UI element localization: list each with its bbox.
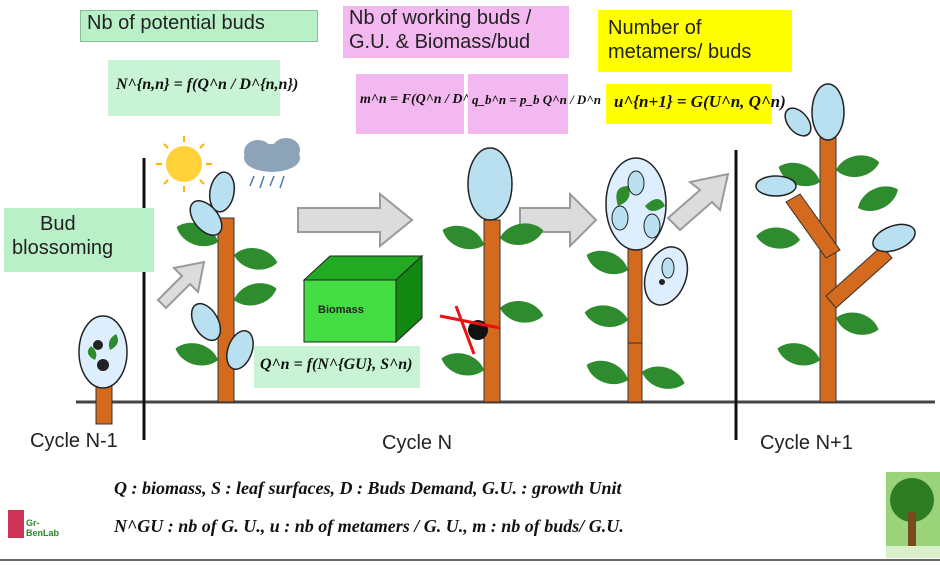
progress-arrows xyxy=(156,172,730,310)
potential-buds-label: Nb of potential buds xyxy=(87,12,265,34)
working-formula-box-q: q_b^n = p_b Q^n / D^n xyxy=(468,74,601,134)
working-formula-box-m: m^n = F(Q^n / D^n) xyxy=(356,74,483,134)
plant-1 xyxy=(172,169,280,403)
biomass-label: Biomass xyxy=(318,304,364,316)
potential-formula-box: N^{n,n} = f(Q^n / D^{n,n}) xyxy=(108,60,298,116)
tree-logo xyxy=(886,472,940,558)
working-buds-box: Nb of working buds / G.U. & Biomass/bud xyxy=(343,6,569,58)
biomass-formula: Q^n = f(N^{GU}, S^n) xyxy=(260,356,413,373)
metamers-label-1: Number of xyxy=(608,17,702,39)
metamers-box: Number of metamers/ buds xyxy=(598,10,792,72)
lab-logo-text: Gr-BenLab xyxy=(26,518,60,538)
bud-blossoming-label-1: Bud xyxy=(40,213,76,235)
plant-3 xyxy=(582,157,689,403)
metamers-formula-box: u^{n+1} = G(U^n, Q^n) xyxy=(606,84,786,124)
cycle-next-label: Cycle N+1 xyxy=(760,432,853,454)
lab-logo: Gr-BenLab xyxy=(8,508,66,542)
bud-blossoming-box: Bud blossoming xyxy=(4,208,154,272)
cycle-curr-label: Cycle N xyxy=(382,432,453,454)
cycle-prev-label: Cycle N-1 xyxy=(30,430,118,452)
metamers-label-2: metamers/ buds xyxy=(608,41,752,63)
bud-blossoming-label-2: blossoming xyxy=(12,237,114,259)
rain-cloud-icon xyxy=(244,138,300,189)
metamers-formula: u^{n+1} = G(U^n, Q^n) xyxy=(614,92,786,111)
working-buds-label-1: Nb of working buds / xyxy=(349,7,532,29)
potential-formula: N^{n,n} = f(Q^n / D^{n,n}) xyxy=(116,76,299,93)
working-formula-m: m^n = F(Q^n / D^n) xyxy=(360,92,483,107)
plant-2 xyxy=(438,147,546,403)
sun-icon xyxy=(156,136,212,192)
working-formula-q: q_b^n = p_b Q^n / D^n xyxy=(472,92,601,107)
legend-line-1: Q : biomass, S : leaf surfaces, D : Buds… xyxy=(114,478,622,498)
potential-buds-box: Nb of potential buds xyxy=(80,10,318,42)
biomass-cube xyxy=(302,254,424,344)
plant-4 xyxy=(755,83,916,403)
working-buds-label-2: G.U. & Biomass/bud xyxy=(349,31,531,53)
biomass-formula-box: Q^n = f(N^{GU}, S^n) xyxy=(254,346,420,388)
initial-bud xyxy=(78,315,128,425)
legend-line-2: N^GU : nb of G. U., u : nb of metamers /… xyxy=(114,516,624,536)
